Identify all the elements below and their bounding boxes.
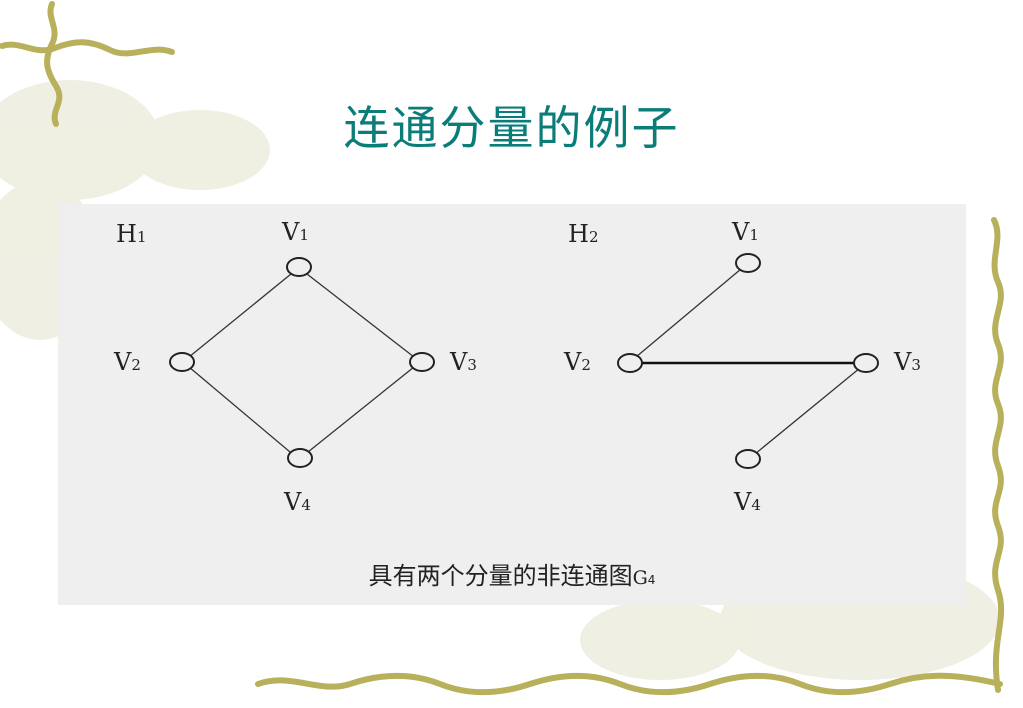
graph-h2: H2 V1 V2 V3 V4: [563, 218, 921, 516]
h1-vertex-v3: [409, 352, 435, 372]
h2-edge-v1-v2: [635, 268, 742, 358]
graph-h1: H1 V1 V2 V3 V4: [113, 218, 477, 516]
caption-text: 具有两个分量的非连通图: [368, 562, 633, 590]
h1-edge-v1-v3: [306, 273, 415, 358]
h1-vertex-v1: [286, 257, 312, 277]
h1-vertex-v4: [287, 448, 313, 468]
caption-symbol-sub: 4: [647, 573, 656, 587]
diagram-caption: 具有两个分量的非连通图G4: [58, 556, 966, 591]
h2-vertex-v3: [853, 353, 879, 373]
h2-label-v2: V2: [563, 348, 591, 376]
h1-graph-name: H1: [116, 220, 146, 248]
h1-label-v4: V4: [283, 488, 311, 516]
h1-label-v2: V2: [113, 348, 141, 376]
graph-diagram: H1 V1 V2 V3 V4 H2 V1 V2 V3 V4: [113, 218, 921, 516]
h1-label-v3: V3: [449, 348, 477, 376]
h2-graph-name: H2: [568, 220, 598, 248]
slide-title: 连通分量的例子: [343, 101, 680, 155]
h1-vertex-v2: [169, 352, 195, 372]
h2-edge-v3-v4: [754, 367, 861, 455]
h2-vertex-v1: [735, 253, 761, 273]
h2-label-v1: V1: [731, 218, 759, 246]
diagram-panel: H1 V1 V2 V3 V4 H2 V1 V2 V3 V4: [58, 204, 966, 605]
h2-vertex-v4: [735, 449, 761, 469]
caption-symbol: G: [632, 567, 648, 589]
h1-label-v1: V1: [281, 218, 309, 246]
h1-edge-v3-v4: [307, 366, 415, 453]
h2-vertex-v2: [617, 353, 643, 373]
h2-label-v3: V3: [893, 348, 921, 376]
h1-edge-v1-v2: [188, 273, 292, 358]
h1-edge-v2-v4: [188, 366, 291, 453]
h2-label-v4: V4: [733, 488, 761, 516]
